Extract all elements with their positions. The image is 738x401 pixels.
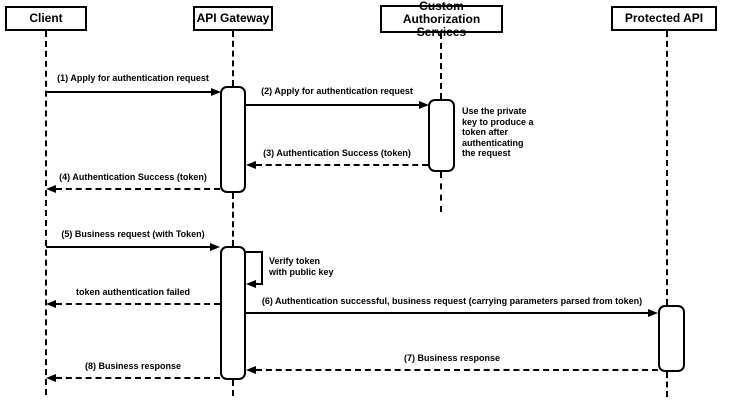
arrowhead-left-icon: [46, 185, 56, 193]
message-token-failed-label: token authentication failed: [75, 287, 191, 297]
lifeline-custom-auth-top: [440, 33, 442, 99]
message-4-label: (4) Authentication Success (token): [59, 172, 207, 182]
lifeline-protected-api-top: [666, 31, 668, 305]
activation-api-gateway-2: [220, 246, 246, 380]
self-message-out-line: [246, 251, 263, 253]
arrowhead-left-icon: [46, 300, 56, 308]
self-message-down-line: [261, 251, 263, 284]
lifeline-client: [45, 31, 47, 395]
lifeline-api-gateway-top: [232, 31, 234, 86]
message-3-label: (3) Authentication Success (token): [263, 148, 411, 158]
self-message-label: Verify token with public key: [269, 256, 334, 277]
message-8-label: (8) Business response: [84, 361, 182, 371]
arrowhead-left-icon: [246, 366, 256, 374]
actor-api-gateway: API Gateway: [193, 6, 273, 31]
arrowhead-right-icon: [419, 101, 429, 109]
arrowhead-left-icon: [246, 161, 256, 169]
arrowhead-left-icon: [246, 280, 256, 288]
activation-api-gateway-1: [220, 86, 246, 193]
message-7-line: [256, 369, 658, 371]
actor-protected-api-label: Protected API: [624, 11, 704, 25]
actor-custom-authorization-services: Custom Authorization Services: [380, 0, 503, 38]
message-2-line: [246, 104, 419, 106]
message-3-line: [256, 164, 428, 166]
actor-api-gateway-label: API Gateway: [196, 11, 270, 25]
message-7-label: (7) Business response: [403, 353, 501, 363]
lifeline-protected-api-bottom: [666, 372, 668, 397]
activation-protected-api: [658, 305, 685, 372]
message-6-line: [246, 312, 648, 314]
lifeline-api-gateway-mid: [232, 193, 234, 246]
lifeline-custom-auth-bottom: [440, 172, 442, 212]
activation-custom-auth: [428, 99, 455, 172]
message-1-label: (1) Apply for authentication request: [57, 73, 209, 83]
lifeline-api-gateway-bottom: [232, 380, 234, 396]
arrowhead-right-icon: [210, 243, 220, 251]
arrowhead-right-icon: [648, 309, 658, 317]
message-5-line: [46, 246, 211, 248]
message-4-line: [56, 188, 220, 190]
actor-client-label: Client: [29, 11, 63, 25]
message-token-failed-line: [56, 303, 220, 305]
actor-protected-api: Protected API: [611, 6, 717, 31]
note-private-key: Use the private key to produce a token a…: [462, 106, 534, 158]
message-8-line: [56, 377, 220, 379]
message-2-label: (2) Apply for authentication request: [261, 86, 413, 96]
arrowhead-right-icon: [211, 88, 221, 96]
message-6-label: (6) Authentication successful, business …: [261, 296, 643, 306]
actor-client: Client: [5, 6, 87, 31]
arrowhead-left-icon: [46, 374, 56, 382]
message-1-line: [46, 91, 212, 93]
self-message-return-line: [256, 283, 263, 285]
message-5-label: (5) Business request (with Token): [61, 229, 205, 239]
actor-custom-authorization-services-label: Custom Authorization Services: [402, 0, 481, 39]
